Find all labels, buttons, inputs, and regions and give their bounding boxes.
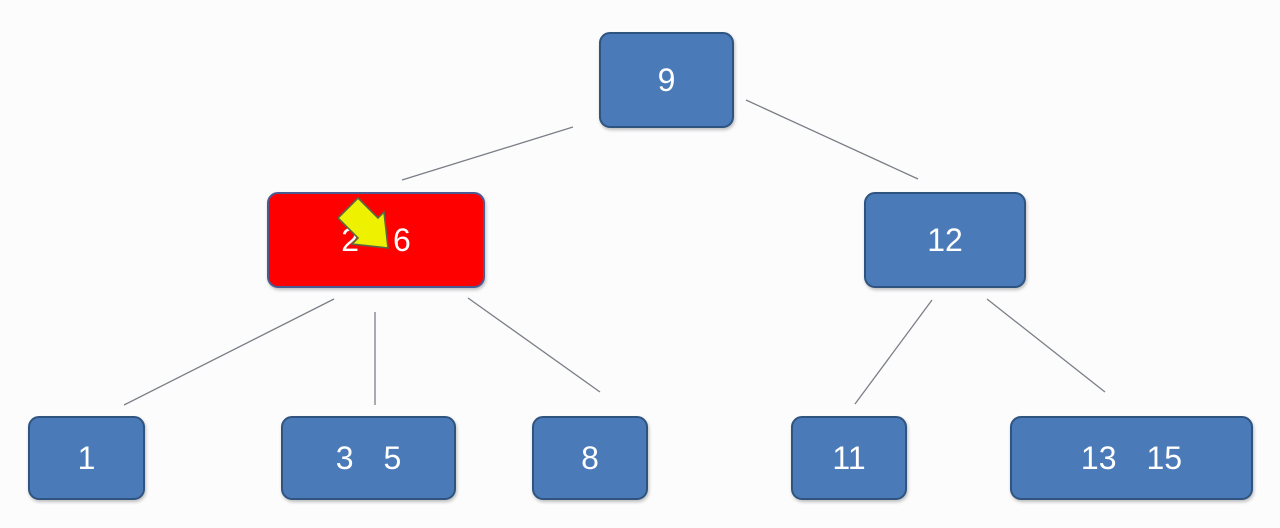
node-leaf-4: 11: [791, 416, 907, 500]
node-leaf-3: 8: [532, 416, 648, 500]
edge-left-leaf3: [467, 297, 601, 393]
edge-root-right: [745, 99, 919, 180]
edge-right-leaf5: [986, 298, 1106, 393]
node-leaf-5: 13 15: [1010, 416, 1253, 500]
node-leaf-5-key-2: 15: [1146, 439, 1183, 476]
edge-root-left: [401, 126, 574, 181]
node-leaf-3-key-1: 8: [581, 439, 599, 476]
arrow-icon: [338, 196, 389, 249]
node-root: 9: [599, 32, 734, 128]
node-left-key-2: 6: [393, 221, 411, 258]
node-root-key-1: 9: [657, 61, 676, 98]
node-leaf-5-key-1: 13: [1080, 439, 1117, 476]
node-leaf-2-key-1: 3: [335, 439, 354, 476]
node-right: 12: [864, 192, 1026, 288]
node-leaf-2: 3 5: [281, 416, 456, 500]
arrow-shape: [338, 196, 389, 249]
node-leaf-1-key-1: 1: [77, 439, 96, 476]
node-right-key-1: 12: [927, 221, 963, 258]
node-leaf-4-key-1: 11: [832, 439, 866, 476]
edge-right-leaf4: [854, 299, 933, 405]
node-leaf-2-key-2: 5: [383, 439, 402, 476]
edge-left-leaf1: [123, 298, 335, 406]
node-leaf-1: 1: [28, 416, 145, 500]
